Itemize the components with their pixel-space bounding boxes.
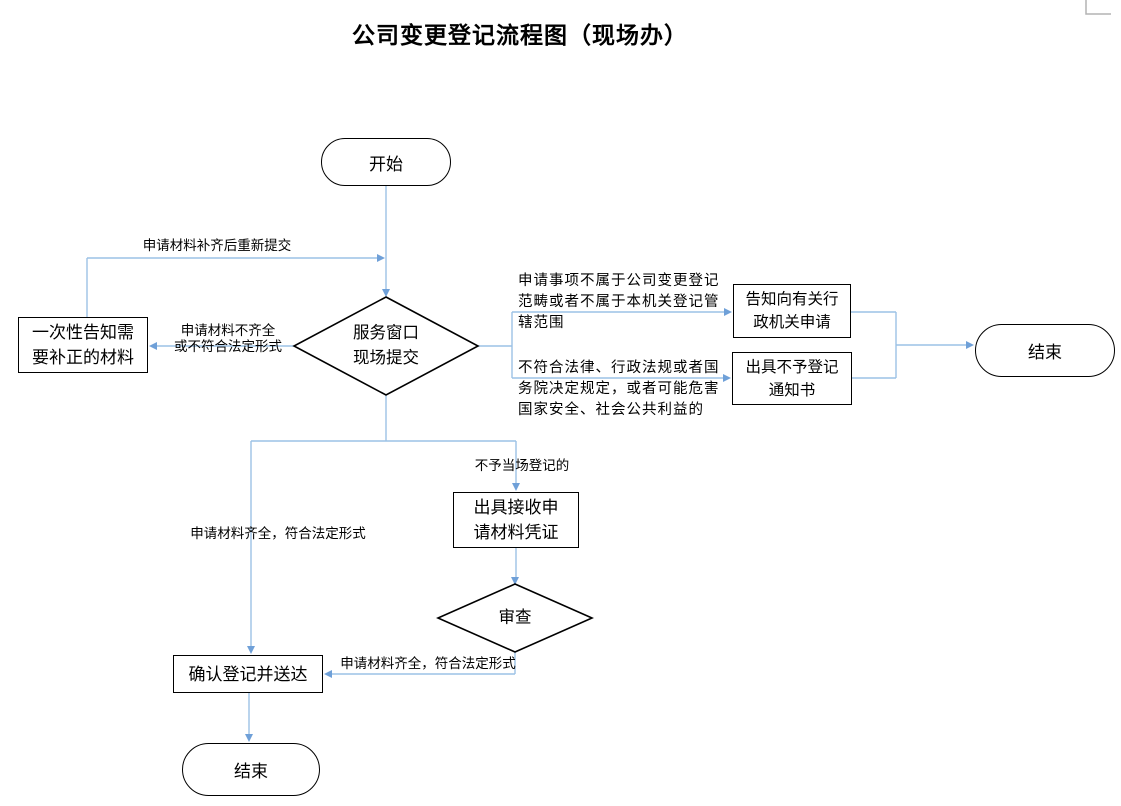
edge-label-resubmit: 申请材料补齐后重新提交 — [142, 238, 292, 253]
arrowhead-into-end-bottom — [245, 734, 253, 742]
page-margin-mark — [1085, 0, 1111, 15]
node-receipt-box: 出具接收申 请材料凭证 — [453, 492, 579, 548]
arrowhead-into-receipt — [512, 483, 520, 491]
node-confirm-box: 确认登记并送达 — [173, 655, 323, 693]
node-rejection-notice-box: 出具不予登记 通知书 — [732, 352, 852, 405]
arrowhead-resubmit-join — [377, 254, 385, 262]
edge-label-incomplete: 申请材料不齐全 或不符合法定形式 — [174, 323, 282, 354]
node-notify-correction-label: 一次性告知需 要补正的材料 — [32, 323, 134, 367]
node-submit-diamond-label: 服务窗口 现场提交 — [353, 324, 419, 367]
arrowhead-into-inform-agency — [724, 308, 732, 316]
node-start-label: 开始 — [369, 154, 403, 174]
arrowhead-into-review — [511, 577, 519, 585]
arrowhead-into-rejection — [723, 374, 731, 382]
node-inform-agency-label: 告知向有关行 政机关申请 — [745, 291, 839, 331]
node-end-right: 结束 — [975, 324, 1115, 377]
edge-label-complete-review: 申请材料齐全，符合法定形式 — [340, 656, 516, 671]
node-receipt-label: 出具接收申 请材料凭证 — [473, 498, 559, 542]
edge-label-not-onsite: 不予当场登记的 — [474, 458, 570, 473]
node-rejection-notice-label: 出具不予登记 通知书 — [745, 358, 839, 399]
node-review-diamond — [436, 583, 594, 653]
node-end-right-label: 结束 — [1028, 343, 1062, 362]
node-end-bottom: 结束 — [182, 743, 320, 796]
node-end-bottom-label: 结束 — [234, 762, 268, 781]
arrowhead-into-notify-box — [149, 342, 157, 350]
edge-label-complete-main: 申请材料齐全，符合法定形式 — [190, 526, 366, 541]
node-review-diamond-label: 审查 — [498, 608, 532, 627]
node-confirm-label: 确认登记并送达 — [188, 664, 308, 684]
node-start: 开始 — [321, 138, 451, 186]
arrowhead-into-submit — [382, 289, 390, 297]
arrowhead-into-confirm-top — [247, 646, 255, 654]
node-submit-diamond — [292, 296, 480, 396]
edge-label-illegal: 不符合法律、行政法规或者国 务院决定规定，或者可能危害 国家安全、社会公共利益的 — [518, 360, 720, 418]
arrowhead-into-end-right — [966, 341, 974, 349]
node-notify-correction-box: 一次性告知需 要补正的材料 — [18, 317, 148, 373]
page-title: 公司变更登记流程图（现场办） — [352, 22, 688, 49]
edge-label-not-in-scope: 申请事项不属于公司变更登记 范畴或者不属于本机关登记管 辖范围 — [518, 273, 720, 331]
arrowhead-into-confirm-right — [324, 670, 332, 678]
node-inform-agency-box: 告知向有关行 政机关申请 — [733, 284, 851, 338]
